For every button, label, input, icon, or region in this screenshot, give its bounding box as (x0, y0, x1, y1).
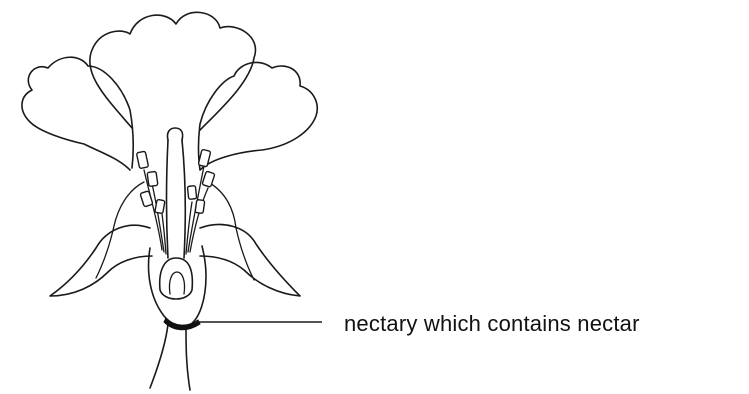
right-inner-sepal (208, 182, 254, 280)
ovary (160, 258, 193, 299)
stalk-left (150, 324, 168, 388)
nectary-label: nectary which contains nectar (344, 311, 640, 337)
ovule (169, 272, 184, 294)
stigma (167, 128, 182, 140)
anther (140, 191, 153, 207)
anther (195, 200, 205, 214)
top-petal (90, 12, 256, 130)
left-petal (22, 57, 133, 170)
right-petal (199, 62, 318, 170)
anther (147, 171, 158, 186)
style-left (167, 140, 169, 258)
stalk-right (186, 326, 190, 390)
style-right (182, 140, 185, 258)
right-sepal (200, 225, 300, 296)
left-sepal (50, 225, 152, 296)
anther (155, 199, 165, 213)
anther (187, 186, 196, 200)
anther (136, 151, 148, 169)
